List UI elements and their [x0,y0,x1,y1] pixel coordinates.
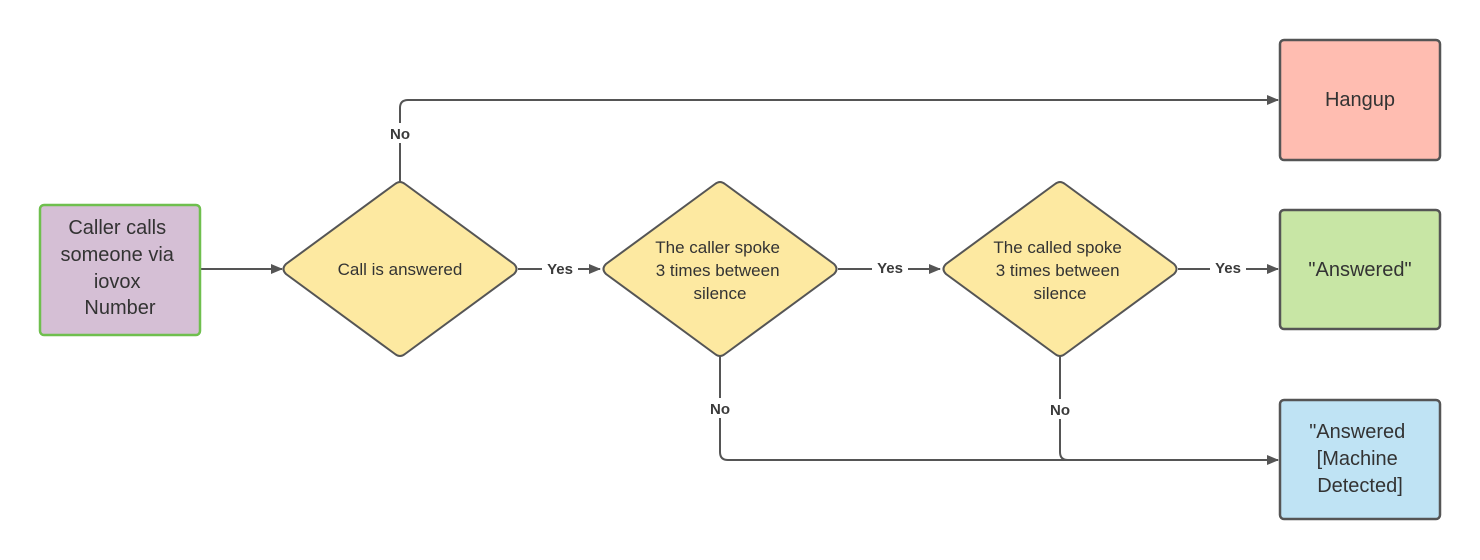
outcome-answered-box [1278,208,1442,331]
decision-called-spoke-text: The called spoke 3 times between silence [993,238,1126,303]
decision-line: 3 times between [656,261,780,280]
edge-label-called-spoke-yes: Yes [1215,260,1241,277]
decision-call-answered-shape [282,181,518,357]
edge-labels: No Yes Yes Yes No No [386,123,1246,419]
outcome-machine-text: "Answered [Machine Detected] [1309,421,1411,497]
outcome-line: "Answered [1309,421,1405,443]
outcome-answered: "Answered" [1278,208,1442,331]
outcome-machine-box [1278,398,1442,521]
start-node-box [38,203,202,337]
decision-called-spoke-shape [942,181,1178,357]
start-node: Caller calls someone via iovox Number [38,203,202,337]
edge-call-answered-no-to-hangup [399,95,1279,182]
decision-call-answered-text: Call is answered [338,260,463,279]
outcome-line: "Answered" [1308,259,1411,281]
start-node-text: Caller calls someone via iovox Number [61,217,180,319]
start-node-line: someone via [61,244,175,266]
decision-line: The called spoke [993,238,1122,257]
edge-caller-spoke-no-to-machine [719,356,1279,465]
outcome-line: Detected] [1317,475,1403,497]
decision-line: Call is answered [338,260,463,279]
decision-caller-spoke-text: The caller spoke 3 times between silence [655,238,784,303]
decision-line: silence [1034,284,1087,303]
start-node-line: Number [84,297,155,319]
outcome-hangup-text: Hangup [1325,89,1395,111]
edge-label-caller-spoke-yes: Yes [877,260,903,277]
decision-called-spoke: The called spoke 3 times between silence [942,181,1178,357]
outcome-line: [Machine [1317,448,1398,470]
start-node-line: iovox [94,271,141,293]
decision-caller-spoke: The caller spoke 3 times between silence [602,181,838,357]
edge-label-call-answered-yes: Yes [547,261,573,278]
start-node-line: Caller calls [68,217,166,239]
edge-label-call-answered-no: No [390,126,410,143]
decision-line: The caller spoke [655,238,780,257]
decision-call-answered: Call is answered [282,181,518,357]
outcome-hangup-box [1278,38,1442,162]
edge-label-caller-spoke-no: No [710,401,730,418]
decision-line: 3 times between [996,261,1120,280]
outcome-machine-detected: "Answered [Machine Detected] [1278,398,1442,521]
outcome-line: Hangup [1325,89,1395,111]
decision-line: silence [694,284,747,303]
outcome-answered-text: "Answered" [1308,259,1411,281]
outcome-hangup: Hangup [1278,38,1442,162]
edge-called-spoke-no-join [1059,356,1069,461]
decision-caller-spoke-shape [602,181,838,357]
edge-label-called-spoke-no: No [1050,402,1070,419]
